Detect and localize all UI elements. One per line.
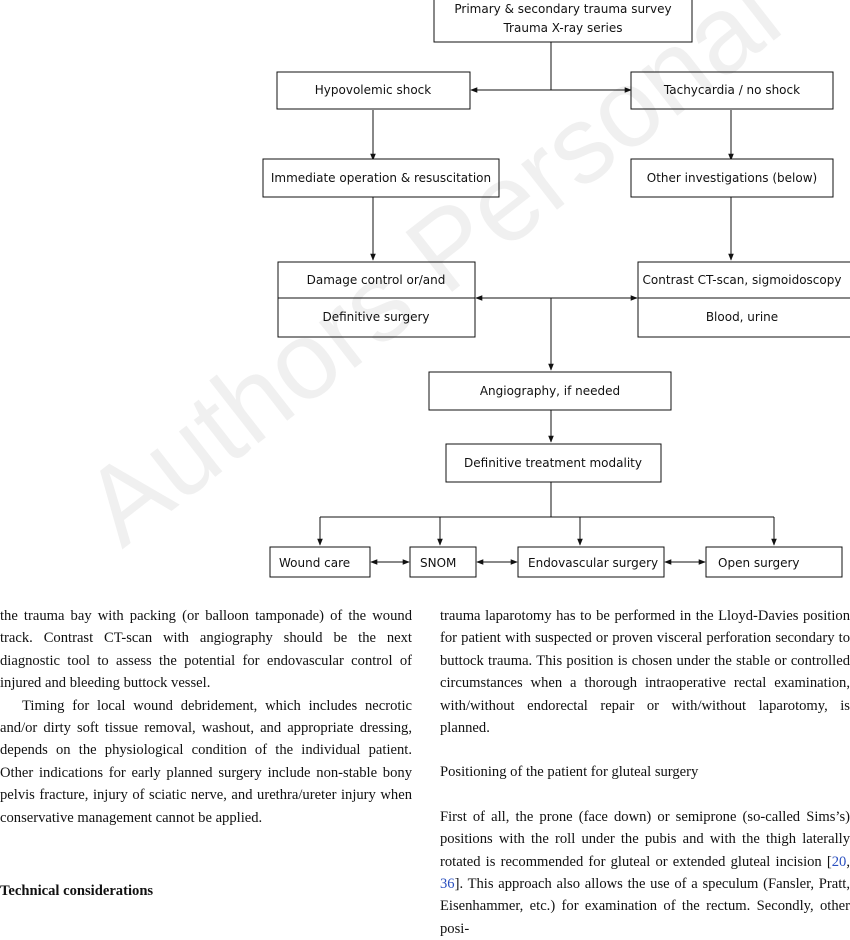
svg-text:Open surgery: Open surgery <box>718 556 799 570</box>
node-other-investigations: Other investigations (below) <box>630 158 834 198</box>
svg-text:Endovascular surgery: Endovascular surgery <box>528 556 658 570</box>
svg-text:Trauma X-ray series: Trauma X-ray series <box>502 21 622 35</box>
node-hypovolemic-shock: Hypovolemic shock <box>276 71 471 110</box>
svg-text:Definitive surgery: Definitive surgery <box>322 310 429 324</box>
node-wound-care: Wound care <box>269 546 371 578</box>
svg-text:Wound care: Wound care <box>279 556 350 570</box>
svg-text:Angiography, if needed: Angiography, if needed <box>480 384 620 398</box>
node-immediate-operation: Immediate operation & resuscitation <box>262 158 500 198</box>
left-column: the trauma bay with packing (or balloon … <box>0 605 412 829</box>
right-paragraph-1: trauma laparotomy has to be performed in… <box>440 608 850 737</box>
svg-text:Damage control or/and: Damage control or/and <box>307 273 446 287</box>
node-damage-control: Damage control or/and Definitive surgery <box>277 261 476 338</box>
svg-text:Tachycardia / no shock: Tachycardia / no shock <box>663 83 800 97</box>
citation-link[interactable]: 20 <box>831 853 847 870</box>
subheading: Positioning of the patient for gluteal s… <box>440 764 699 781</box>
svg-text:Blood, urine: Blood, urine <box>706 310 778 324</box>
node-angiography: Angiography, if needed <box>428 371 672 411</box>
svg-text:Contrast CT-scan, sigmoidoscop: Contrast CT-scan, sigmoidoscopy <box>643 273 842 287</box>
right-column: trauma laparotomy has to be performed in… <box>440 605 850 940</box>
left-paragraph-2: Timing for local wound debridement, whic… <box>0 697 412 826</box>
node-tachycardia-no-shock: Tachycardia / no shock <box>630 71 834 110</box>
node-open-surgery: Open surgery <box>705 546 843 578</box>
left-paragraph-1: the trauma bay with packing (or balloon … <box>0 608 412 692</box>
citation-link[interactable]: 36 <box>440 876 455 893</box>
svg-text:Definitive treatment modality: Definitive treatment modality <box>464 456 642 470</box>
svg-text:SNOM: SNOM <box>420 556 456 570</box>
node-contrast-ct: Contrast CT-scan, sigmoidoscopy Blood, u… <box>637 261 850 338</box>
flowchart-connectors <box>317 42 777 565</box>
node-survey: Primary & secondary trauma survey Trauma… <box>433 0 693 43</box>
svg-text:Other investigations (below): Other investigations (below) <box>647 171 817 185</box>
node-snom: SNOM <box>409 546 477 578</box>
node-definitive-modality: Definitive treatment modality <box>445 443 662 483</box>
svg-text:Hypovolemic shock: Hypovolemic shock <box>315 83 431 97</box>
section-heading: Technical considerations <box>0 883 154 899</box>
node-endovascular-surgery: Endovascular surgery <box>517 546 665 578</box>
right-paragraph-2: First of all, the prone (face down) or s… <box>440 808 850 937</box>
svg-text:Immediate operation & resuscit: Immediate operation & resuscitation <box>271 171 491 185</box>
svg-text:Primary & secondary trauma sur: Primary & secondary trauma survey <box>454 2 671 16</box>
flowchart: Primary & secondary trauma survey Trauma… <box>262 0 850 578</box>
